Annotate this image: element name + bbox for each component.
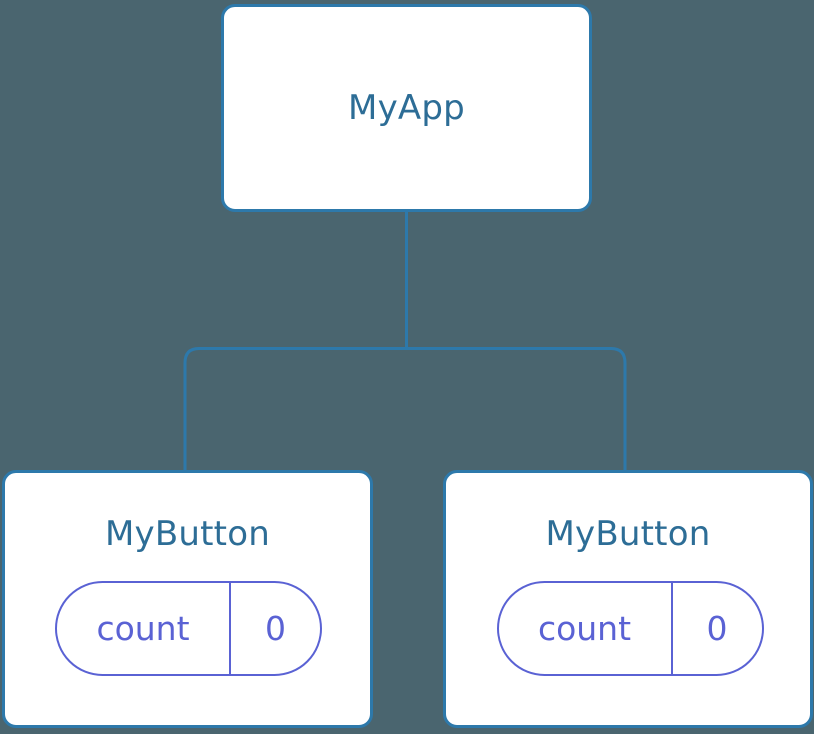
- node-mybutton-left-label: MyButton: [105, 514, 270, 554]
- node-myapp-label: MyApp: [348, 88, 465, 128]
- state-key-label: count: [537, 609, 632, 648]
- node-myapp[interactable]: MyApp: [221, 4, 592, 212]
- state-value-label: 0: [229, 583, 320, 674]
- node-mybutton-right-label: MyButton: [545, 514, 711, 554]
- state-value-label: 0: [670, 583, 762, 674]
- state-pill-count-right[interactable]: count 0: [496, 581, 764, 676]
- connector-branch-left: [183, 347, 407, 472]
- state-key-label: count: [96, 609, 190, 648]
- node-mybutton-left[interactable]: MyButton count 0: [2, 470, 373, 728]
- state-pill-count-left[interactable]: count 0: [55, 581, 322, 676]
- node-mybutton-right[interactable]: MyButton count 0: [443, 470, 813, 728]
- connector-branch-right: [406, 347, 627, 472]
